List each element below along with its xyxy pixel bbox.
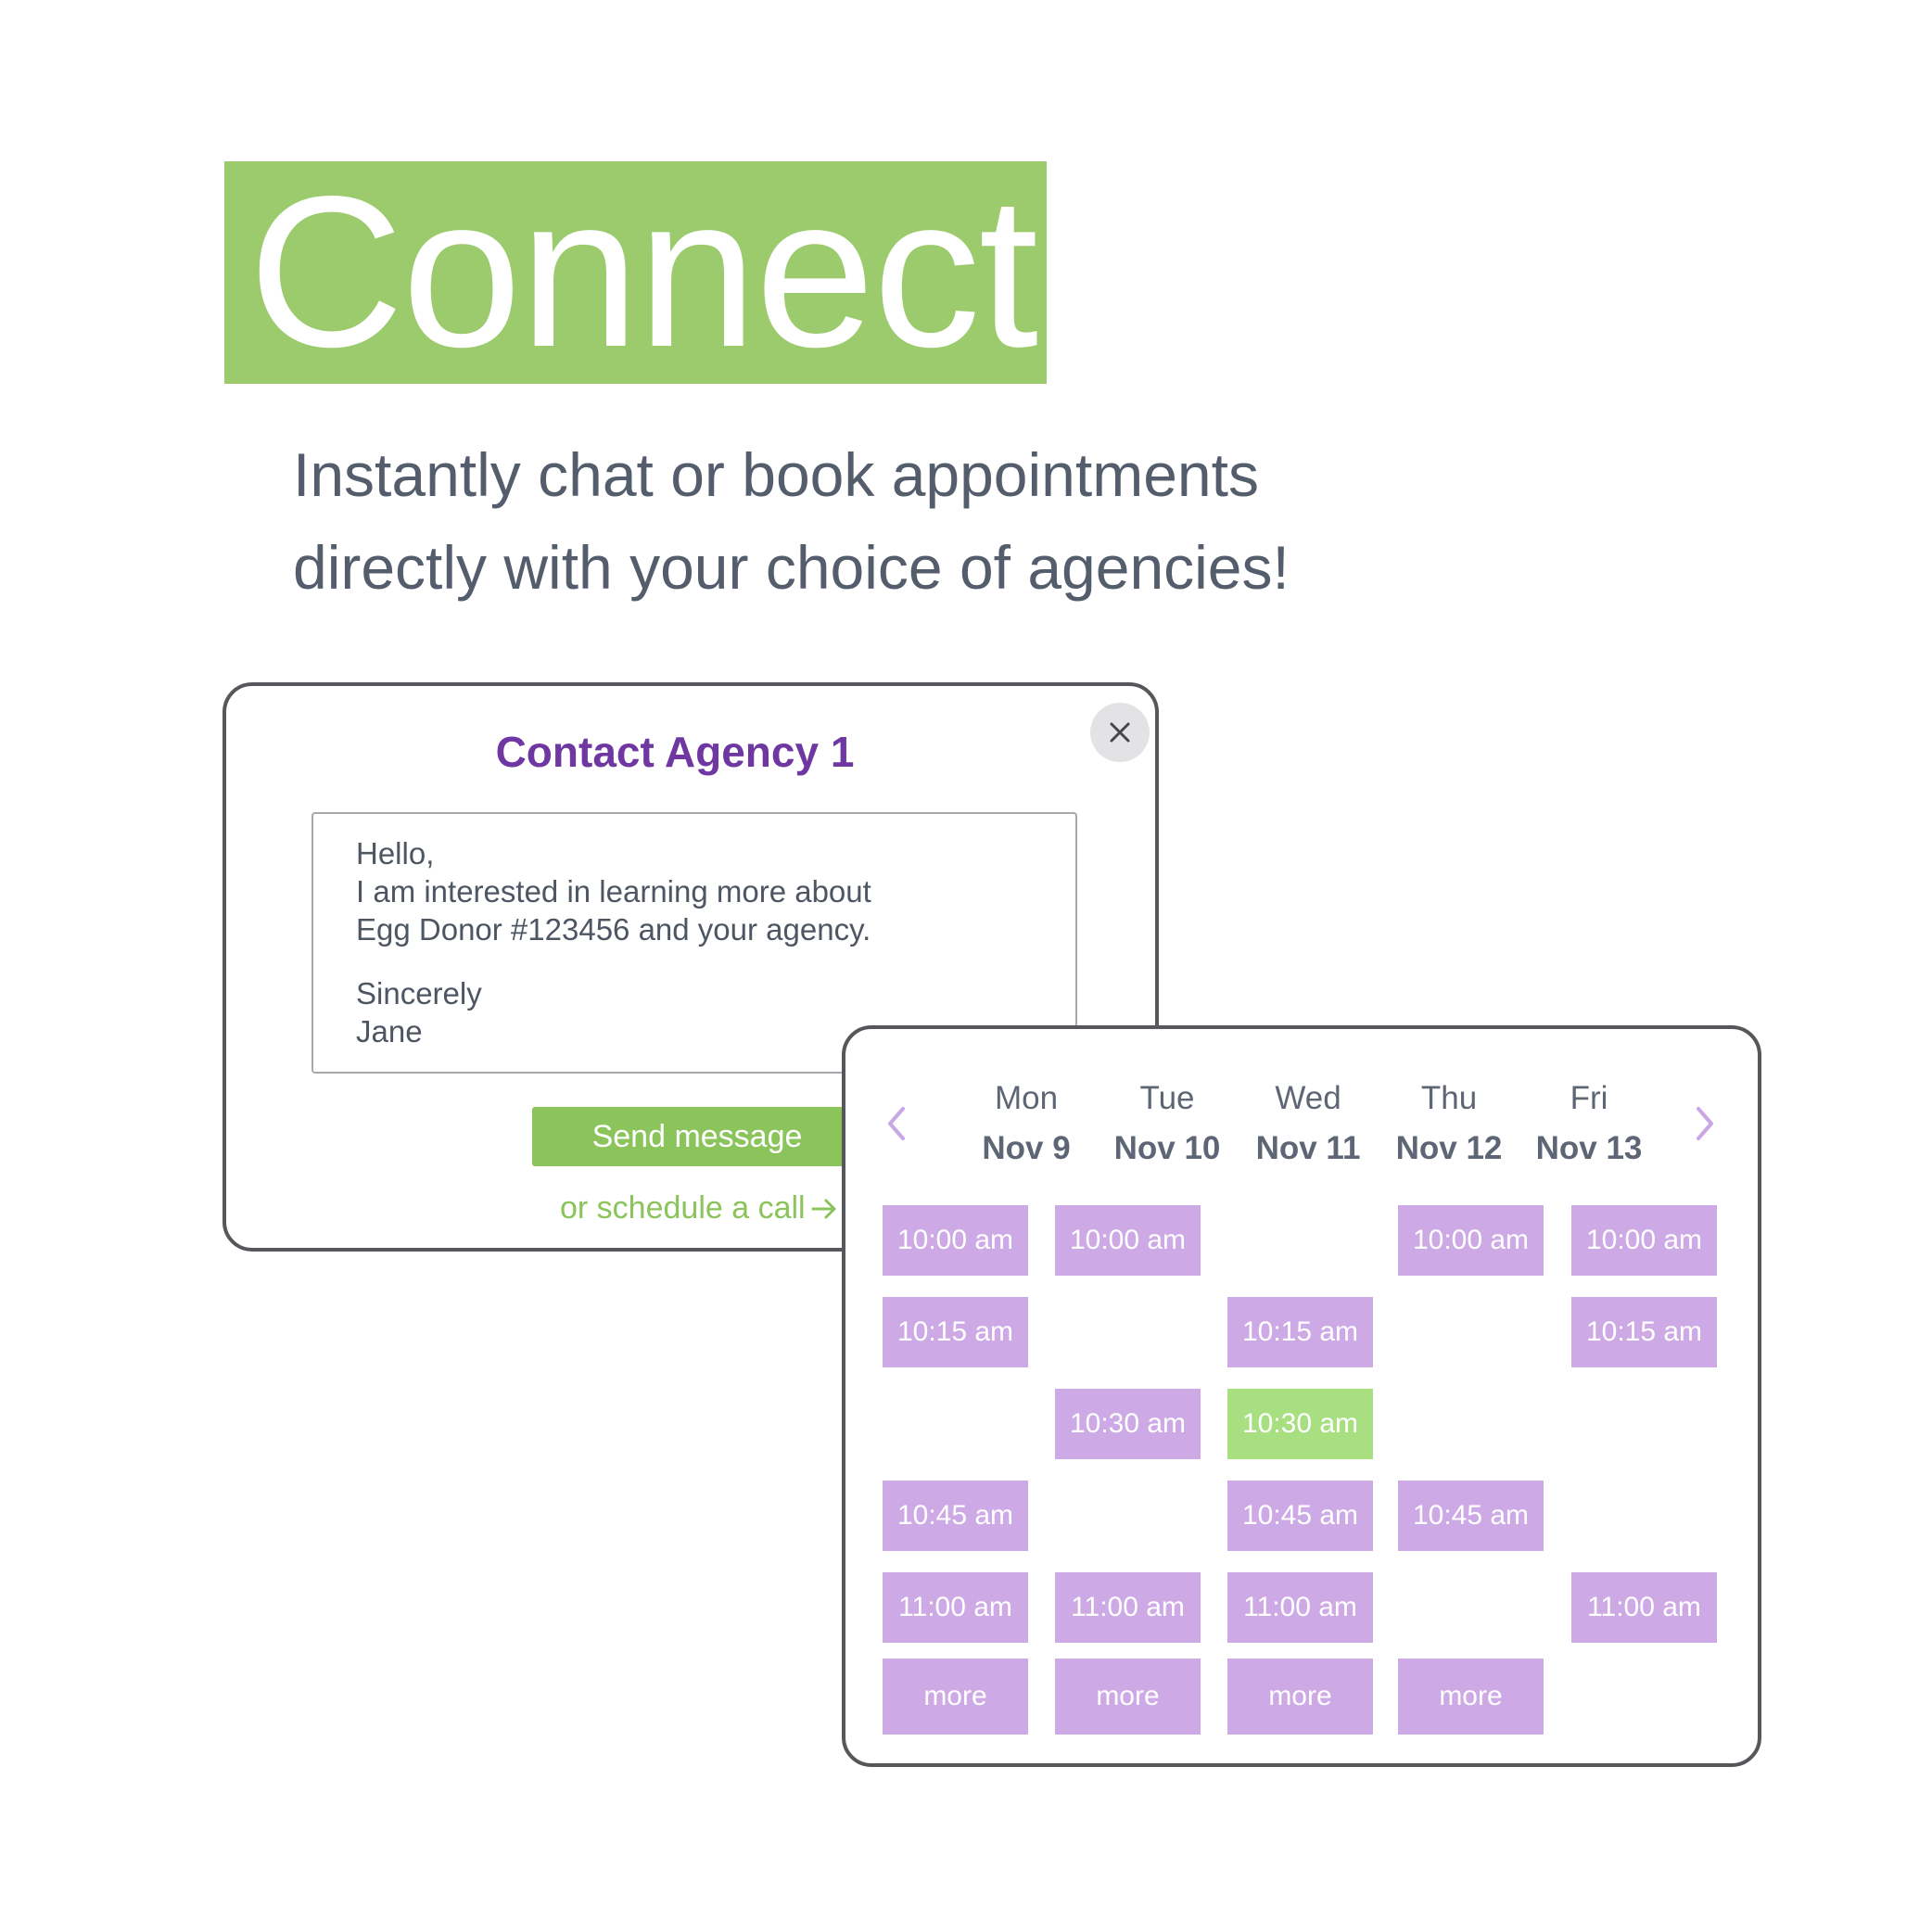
day-date: Nov 12 [1395, 1130, 1503, 1166]
subtitle-line: Instantly chat or book appointments [293, 440, 1259, 509]
day-date: Nov 9 [982, 1130, 1071, 1166]
day-header-wed: Wed Nov 11 [1239, 1075, 1378, 1176]
more-slots-button[interactable]: more [1055, 1659, 1201, 1735]
contact-dialog: Contact Agency 1 Hello, I am interested … [222, 682, 1159, 1252]
more-slots-button[interactable]: more [1227, 1659, 1373, 1735]
time-slot-button[interactable]: 11:00 am [1571, 1572, 1717, 1643]
chevron-right-icon[interactable] [1691, 1103, 1719, 1144]
message-line: Jane [356, 1014, 423, 1049]
message-line: Egg Donor #123456 and your agency. [356, 912, 871, 947]
time-slot-button[interactable]: 10:15 am [883, 1297, 1028, 1367]
time-slot-button[interactable]: 11:00 am [1055, 1572, 1201, 1643]
page-title: Connect [248, 152, 1038, 392]
day-name: Mon [994, 1080, 1059, 1116]
time-slot-button[interactable]: 11:00 am [1227, 1572, 1373, 1643]
dialog-title: Contact Agency 1 [495, 728, 855, 776]
time-slot-button[interactable]: 10:00 am [1571, 1205, 1717, 1276]
arrow-right-icon [811, 1199, 836, 1218]
time-slot-button[interactable]: 10:45 am [1227, 1481, 1373, 1551]
day-header-mon: Mon Nov 9 [957, 1075, 1096, 1176]
schedule-call-link[interactable]: or schedule a call [560, 1190, 839, 1227]
close-button[interactable] [1090, 703, 1150, 762]
send-message-button[interactable]: Send message [532, 1107, 862, 1166]
time-slot-button[interactable]: 10:30 am [1055, 1389, 1201, 1459]
day-header-fri: Fri Nov 13 [1519, 1075, 1659, 1176]
day-name: Tue [1139, 1080, 1195, 1116]
day-name: Wed [1275, 1080, 1341, 1116]
more-slots-button[interactable]: more [1398, 1659, 1544, 1735]
time-slot-button[interactable]: 10:15 am [1571, 1297, 1717, 1367]
appointment-calendar: Mon Nov 9 Tue Nov 10 Wed Nov 11 Thu Nov … [842, 1025, 1761, 1767]
time-slot-button[interactable]: 10:15 am [1227, 1297, 1373, 1367]
schedule-call-label: or schedule a call [560, 1190, 806, 1226]
headline-background [224, 161, 1047, 384]
message-line: Hello, [356, 836, 435, 871]
day-date: Nov 10 [1113, 1130, 1221, 1166]
message-line: Sincerely [356, 976, 482, 1010]
day-date: Nov 11 [1255, 1130, 1361, 1166]
close-icon [1110, 722, 1130, 743]
time-slot-button[interactable]: 10:30 am [1227, 1389, 1373, 1459]
time-slot-button[interactable]: 10:00 am [1398, 1205, 1544, 1276]
day-name: Thu [1420, 1080, 1478, 1116]
day-header-tue: Tue Nov 10 [1098, 1075, 1237, 1176]
time-slot-button[interactable]: 10:45 am [883, 1481, 1028, 1551]
time-slot-button[interactable]: 11:00 am [883, 1572, 1028, 1643]
day-date: Nov 13 [1535, 1130, 1643, 1166]
chevron-left-icon[interactable] [883, 1103, 910, 1144]
page-subtitle: Instantly chat or book appointments dire… [293, 428, 1498, 614]
time-slot-button[interactable]: 10:45 am [1398, 1481, 1544, 1551]
day-name: Fri [1570, 1080, 1608, 1116]
subtitle-line: directly with your choice of agencies! [293, 533, 1290, 602]
more-slots-button[interactable]: more [883, 1659, 1028, 1735]
message-line: I am interested in learning more about [356, 874, 871, 909]
time-slot-button[interactable]: 10:00 am [883, 1205, 1028, 1276]
time-slot-button[interactable]: 10:00 am [1055, 1205, 1201, 1276]
day-header-thu: Thu Nov 12 [1379, 1075, 1519, 1176]
